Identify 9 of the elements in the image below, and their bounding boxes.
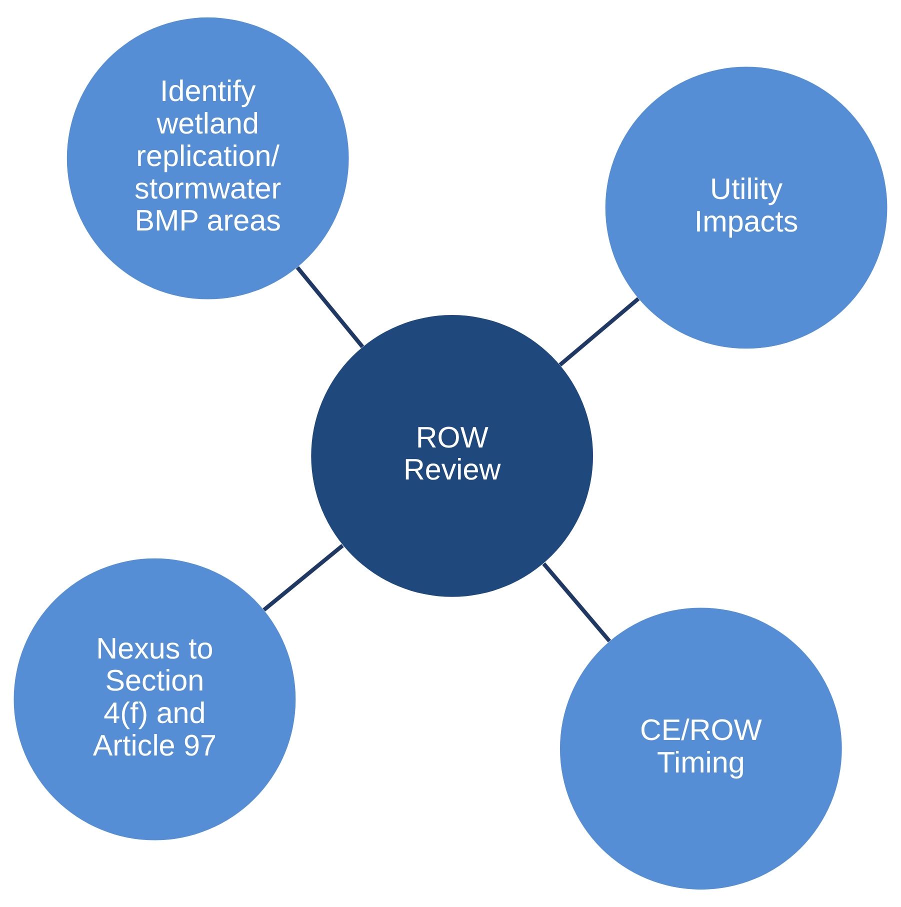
node-circle: Identify wetland replication/ stormwater BMP areas xyxy=(66,17,349,300)
node-circle: Utility Impacts xyxy=(605,66,888,349)
node-circle: ROW Review xyxy=(311,314,594,597)
node-circle: Nexus to Section 4(f) and Article 97 xyxy=(14,558,296,840)
connector xyxy=(558,297,640,366)
connector xyxy=(542,562,612,642)
node-circle: CE/ROW Timing xyxy=(560,608,842,890)
connector xyxy=(296,266,364,348)
connector xyxy=(262,544,344,612)
